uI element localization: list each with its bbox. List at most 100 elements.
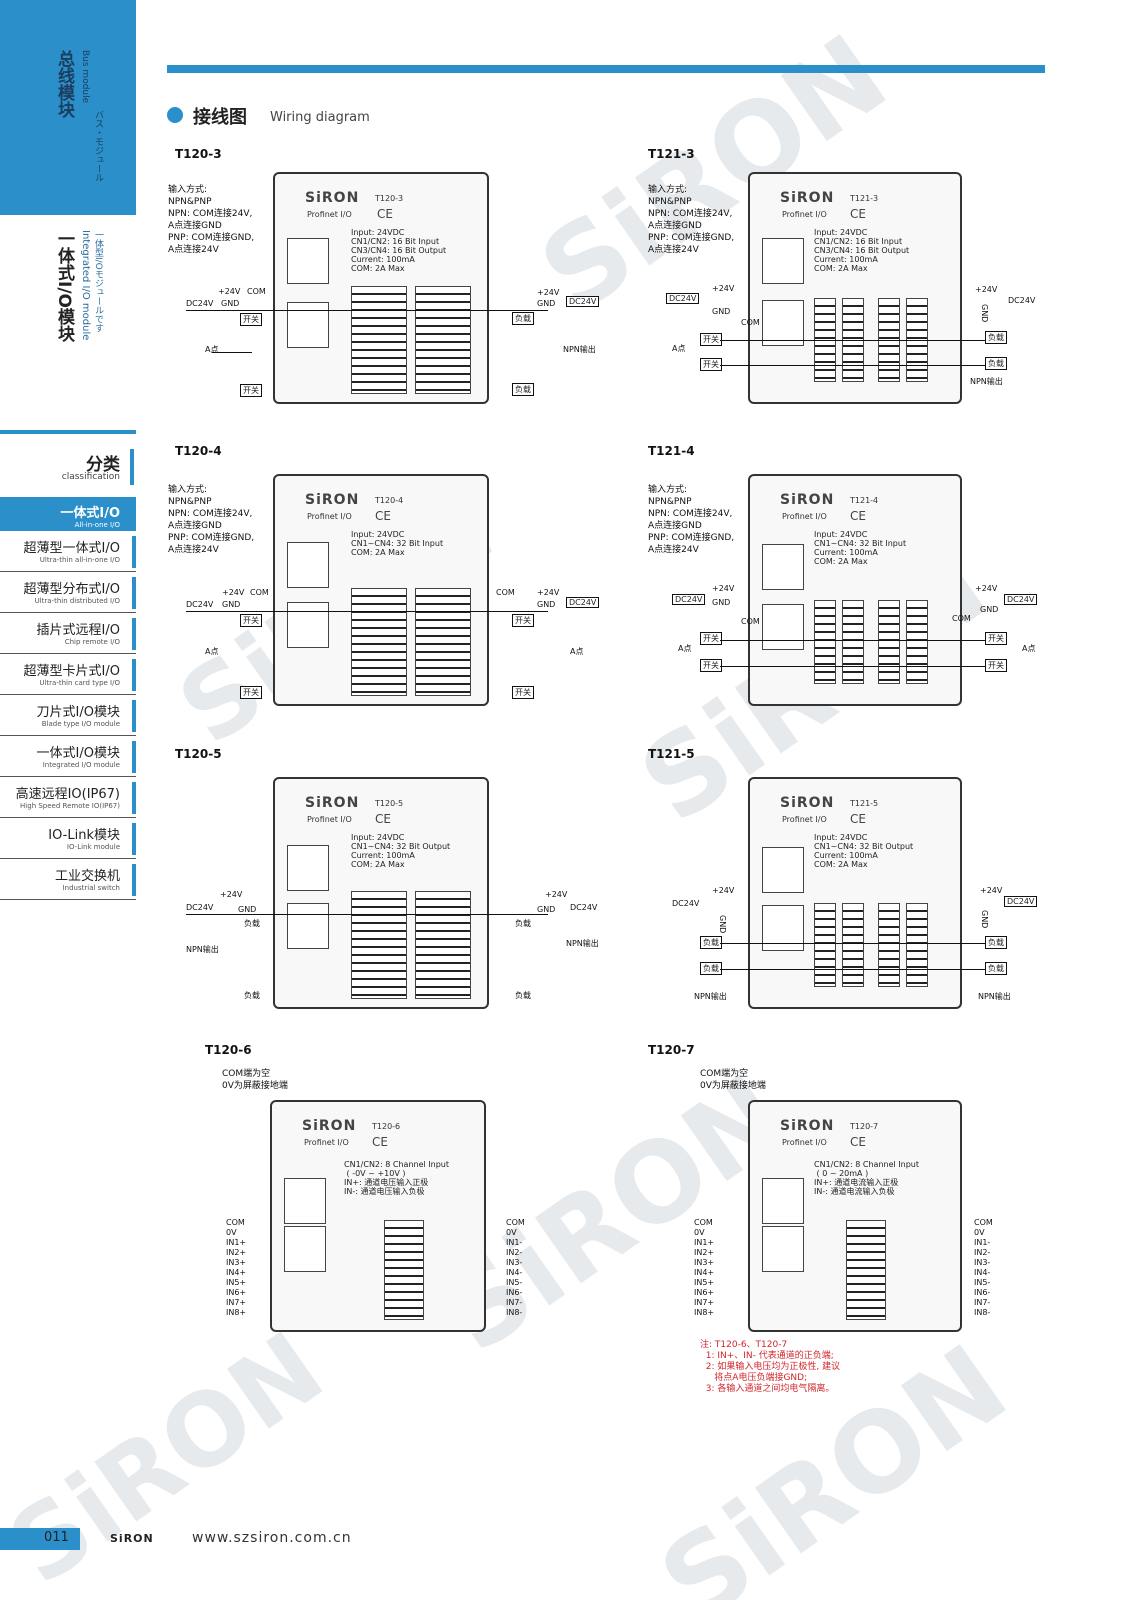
- module-spec: CN1/CN2: 8 Channel Input ( 0 ~ 20mA ) IN…: [814, 1160, 919, 1196]
- nav-item-blade-type[interactable]: 刀片式I/O模块 Blade type I/O module: [0, 696, 136, 736]
- load-box: 负载: [512, 312, 534, 325]
- terminal-block: [351, 891, 407, 999]
- diagram-title: T121-5: [648, 747, 695, 761]
- module-model: T120-4: [375, 496, 404, 505]
- wire-label: +24V: [218, 287, 241, 296]
- module-spec: Input: 24VDC CN1/CN2: 16 Bit Input CN3/C…: [351, 228, 447, 273]
- terminal-block: [814, 600, 836, 684]
- footer-brand-logo: SiRON: [110, 1532, 154, 1545]
- nav-item-card-type[interactable]: 超薄型卡片式I/O Ultra-thin card type I/O: [0, 655, 136, 695]
- power-box: DC24V: [1004, 594, 1038, 605]
- power-box: DC24V: [566, 296, 600, 307]
- wire-label: DC24V: [186, 600, 214, 609]
- io-module-diagram: SiRON T120-4 Profinet I/O CE Input: 24VD…: [273, 474, 489, 706]
- wire-label: +24V: [537, 588, 560, 597]
- terminal-block: [906, 903, 928, 987]
- module-spec: Input: 24VDC CN1~CN4: 32 Bit Input Curre…: [814, 530, 907, 566]
- module-protocol: Profinet I/O: [307, 210, 352, 219]
- sidebar-section-jp: バス・モジュール: [93, 110, 103, 182]
- wire-label: DC24V: [186, 903, 214, 912]
- diagram-title: T120-3: [175, 147, 222, 161]
- wire-label: GND: [712, 307, 731, 316]
- brand-logo: SiRON: [780, 190, 835, 206]
- wire-label: GND: [980, 304, 989, 323]
- nav-label: 超薄型一体式I/O: [23, 541, 120, 556]
- sidebar-top-band: [0, 0, 136, 215]
- load-box: 负载: [985, 357, 1007, 370]
- switch-box: 开关: [240, 384, 262, 397]
- power-box: DC24V: [1004, 896, 1038, 907]
- wire-label: NPN输出: [978, 992, 1011, 1001]
- footer-band: [0, 1528, 80, 1550]
- io-module-diagram: SiRON T120-3 Profinet I/O CE Input: 24VD…: [273, 172, 489, 404]
- wire-label: GND: [222, 600, 241, 609]
- module-model: T121-3: [850, 194, 879, 203]
- wire: [720, 969, 985, 970]
- ce-mark-icon: CE: [375, 812, 391, 826]
- wire-label: DC24V: [570, 903, 598, 912]
- wire-label: A点: [672, 344, 686, 353]
- brand-logo: SiRON: [305, 795, 360, 811]
- terminal-block: [846, 1220, 886, 1320]
- wire-label: GND: [221, 299, 240, 308]
- wire-label: A点: [1022, 644, 1036, 653]
- diagram-title: T120-6: [205, 1043, 252, 1057]
- ce-mark-icon: CE: [850, 812, 866, 826]
- wire-label: NPN输出: [566, 939, 599, 948]
- terminal-block: [842, 903, 864, 987]
- wire-label: +24V: [975, 584, 998, 593]
- nav-label: 高速远程IO(IP67): [15, 787, 120, 802]
- ce-mark-icon: CE: [372, 1135, 388, 1149]
- section-title: 接线图: [193, 107, 247, 128]
- nav-sublabel: Ultra-thin card type I/O: [39, 679, 120, 687]
- load-box: 负载: [985, 331, 1007, 344]
- io-module-diagram: SiRON T120-5 Profinet I/O CE Input: 24VD…: [273, 777, 489, 1009]
- website-link[interactable]: www.szsiron.com.cn: [192, 1530, 352, 1546]
- wire-label: +24V: [537, 288, 560, 297]
- watermark-logo: SiRON: [0, 1309, 344, 1600]
- terminal-block: [878, 903, 900, 987]
- nav-item-ultra-thin-all-in-one[interactable]: 超薄型一体式I/O Ultra-thin all-in-one I/O: [0, 532, 136, 572]
- wire-label: +24V: [220, 890, 243, 899]
- wire: [720, 340, 985, 341]
- terminal-block: [384, 1220, 424, 1320]
- ce-mark-icon: CE: [850, 207, 866, 221]
- io-module-diagram: SiRON T121-3 Profinet I/O CE Input: 24VD…: [748, 172, 962, 404]
- nav-sublabel: IO-Link module: [66, 843, 120, 851]
- wire-label: 负载: [244, 919, 260, 928]
- sidebar-section-cn: 总线模块: [54, 50, 74, 118]
- wire-label: NPN输出: [694, 992, 727, 1001]
- switch-box: 开关: [700, 632, 722, 645]
- switch-box: 开关: [700, 659, 722, 672]
- wire-label: COM: [250, 588, 269, 597]
- nav-item-io-link[interactable]: IO-Link模块 IO-Link module: [0, 819, 136, 859]
- sidebar-section-en: Bus module: [80, 50, 90, 104]
- wire-label: 负载: [515, 991, 531, 1000]
- module-model: T121-5: [850, 799, 879, 808]
- wire-label: A点: [205, 647, 219, 656]
- nav-item-chip-remote[interactable]: 插片式远程I/O Chip remote I/O: [0, 614, 136, 654]
- wire-label: GND: [980, 910, 989, 929]
- nav-item-integrated[interactable]: 一体式I/O模块 Integrated I/O module: [0, 737, 136, 777]
- nav-item-industrial-switch[interactable]: 工业交换机 Industrial switch: [0, 860, 136, 900]
- nav-item-ultra-thin-distributed[interactable]: 超薄型分布式I/O Ultra-thin distributed I/O: [0, 573, 136, 613]
- wire-label: COM: [496, 588, 515, 597]
- nav-item-all-in-one[interactable]: 一体式I/O All-in-one I/O: [0, 497, 136, 531]
- terminal-block: [878, 600, 900, 684]
- wire-label: DC24V: [1008, 296, 1036, 305]
- module-protocol: Profinet I/O: [307, 512, 352, 521]
- nav-item-high-speed-remote[interactable]: 高速远程IO(IP67) High Speed Remote IO(IP67): [0, 778, 136, 818]
- module-spec: Input: 24VDC CN1/CN2: 16 Bit Input CN3/C…: [814, 228, 910, 273]
- wire-label: NPN输出: [563, 345, 596, 354]
- nav-sublabel: High Speed Remote IO(IP67): [20, 802, 120, 810]
- wire-label: +24V: [980, 886, 1003, 895]
- load-box: 负载: [700, 936, 722, 949]
- wire-label: GND: [238, 905, 257, 914]
- diagram-title: T120-7: [648, 1043, 695, 1057]
- wire-label: GND: [537, 905, 556, 914]
- nav-label: 刀片式I/O模块: [36, 705, 120, 720]
- wire-label: +24V: [712, 886, 735, 895]
